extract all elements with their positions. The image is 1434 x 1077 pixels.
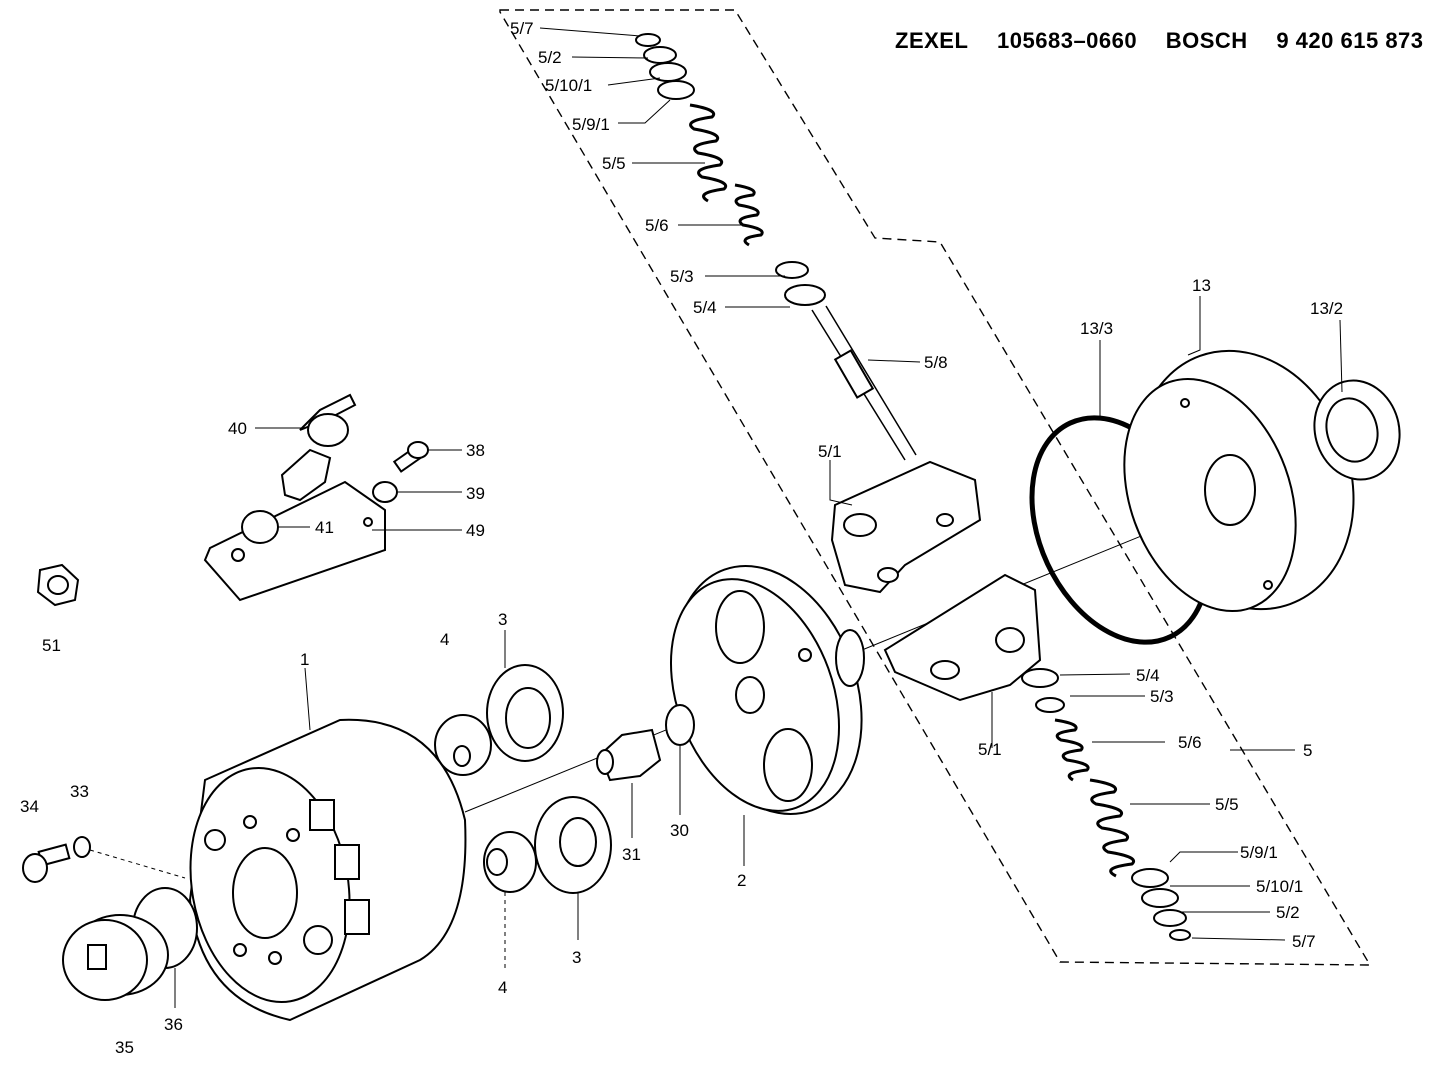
label-5-8: 5/8 [924,353,948,372]
lower-spring-stack [1021,668,1191,941]
part-number-bosch: 9 420 615 873 [1276,28,1424,53]
label-34: 34 [20,797,39,816]
label-5-9-1-top: 5/9/1 [572,115,610,134]
label-4-bottom: 4 [498,978,507,997]
part-49-bracket [203,480,386,602]
part-40-valve [280,393,357,502]
label-5-6-bottom: 5/6 [1178,733,1202,752]
part-51-nut [36,563,80,607]
label-33: 33 [70,782,89,801]
label-5-5-top: 5/5 [602,154,626,173]
part-5-1-upper-block [830,460,982,594]
label-5-2-bottom: 5/2 [1276,903,1300,922]
part-13-2-seal [1313,379,1401,481]
part-38-screw [392,441,429,473]
label-5-4-bottom: 5/4 [1136,666,1160,685]
part-number-zexel: 105683–0660 [997,28,1138,53]
label-38: 38 [466,441,485,460]
label-13: 13 [1192,276,1211,295]
part-4-upper-pin [434,714,492,776]
part-1-housing [188,718,467,1022]
part-13-cover [1123,349,1355,613]
upper-spring-stack [635,33,917,461]
part-30-washer [665,704,695,746]
part-31-nut [596,728,662,782]
label-13-3: 13/3 [1080,319,1113,338]
label-5-10-1-bottom: 5/10/1 [1256,877,1303,896]
screw-leader [89,849,186,879]
label-41: 41 [315,518,334,537]
label-5-1-bottom: 5/1 [978,740,1002,759]
label-30: 30 [670,821,689,840]
label-51: 51 [42,636,61,655]
label-5-3-bottom: 5/3 [1150,687,1174,706]
label-40: 40 [228,419,247,438]
label-5: 5 [1303,741,1312,760]
part-3-lower-roller [534,796,612,894]
part-5-1-lower-block [883,573,1042,702]
part-35-plug [62,914,169,1001]
part-34-screw [22,843,71,883]
label-49: 49 [466,521,485,540]
label-5-3-top: 5/3 [670,267,694,286]
part-39-washer [372,481,398,503]
part-41-washer [241,510,279,544]
drawing-header: ZEXEL 105683–0660 BOSCH 9 420 615 873 [895,28,1434,54]
label-2: 2 [737,871,746,890]
callout-labels: 5/7 5/2 5/10/1 5/9/1 5/5 5/6 5/3 5/4 5/8… [20,19,1343,1057]
label-36: 36 [164,1015,183,1034]
label-5-7-top: 5/7 [510,19,534,38]
label-5-4-top: 5/4 [693,298,717,317]
label-13-2: 13/2 [1310,299,1343,318]
label-3-top: 3 [498,610,507,629]
brand-bosch: BOSCH [1165,28,1248,53]
label-1: 1 [300,650,309,669]
label-4-top: 4 [440,630,449,649]
label-5-5-bottom: 5/5 [1215,795,1239,814]
leader-lines [174,27,1343,1008]
part-2-cam-plate [669,565,865,815]
label-3-bottom: 3 [572,948,581,967]
part-4-lower-pin [483,831,537,893]
label-39: 39 [466,484,485,503]
brand-zexel: ZEXEL [895,28,969,53]
label-5-10-1-top: 5/10/1 [545,76,592,95]
label-5-2-top: 5/2 [538,48,562,67]
label-5-6-top: 5/6 [645,216,669,235]
label-5-7-bottom: 5/7 [1292,932,1316,951]
part-3-upper-roller [486,664,564,762]
label-5-9-1-bottom: 5/9/1 [1240,843,1278,862]
label-5-1-top: 5/1 [818,442,842,461]
label-31: 31 [622,845,641,864]
label-35: 35 [115,1038,134,1057]
part-33-washer [73,836,91,858]
